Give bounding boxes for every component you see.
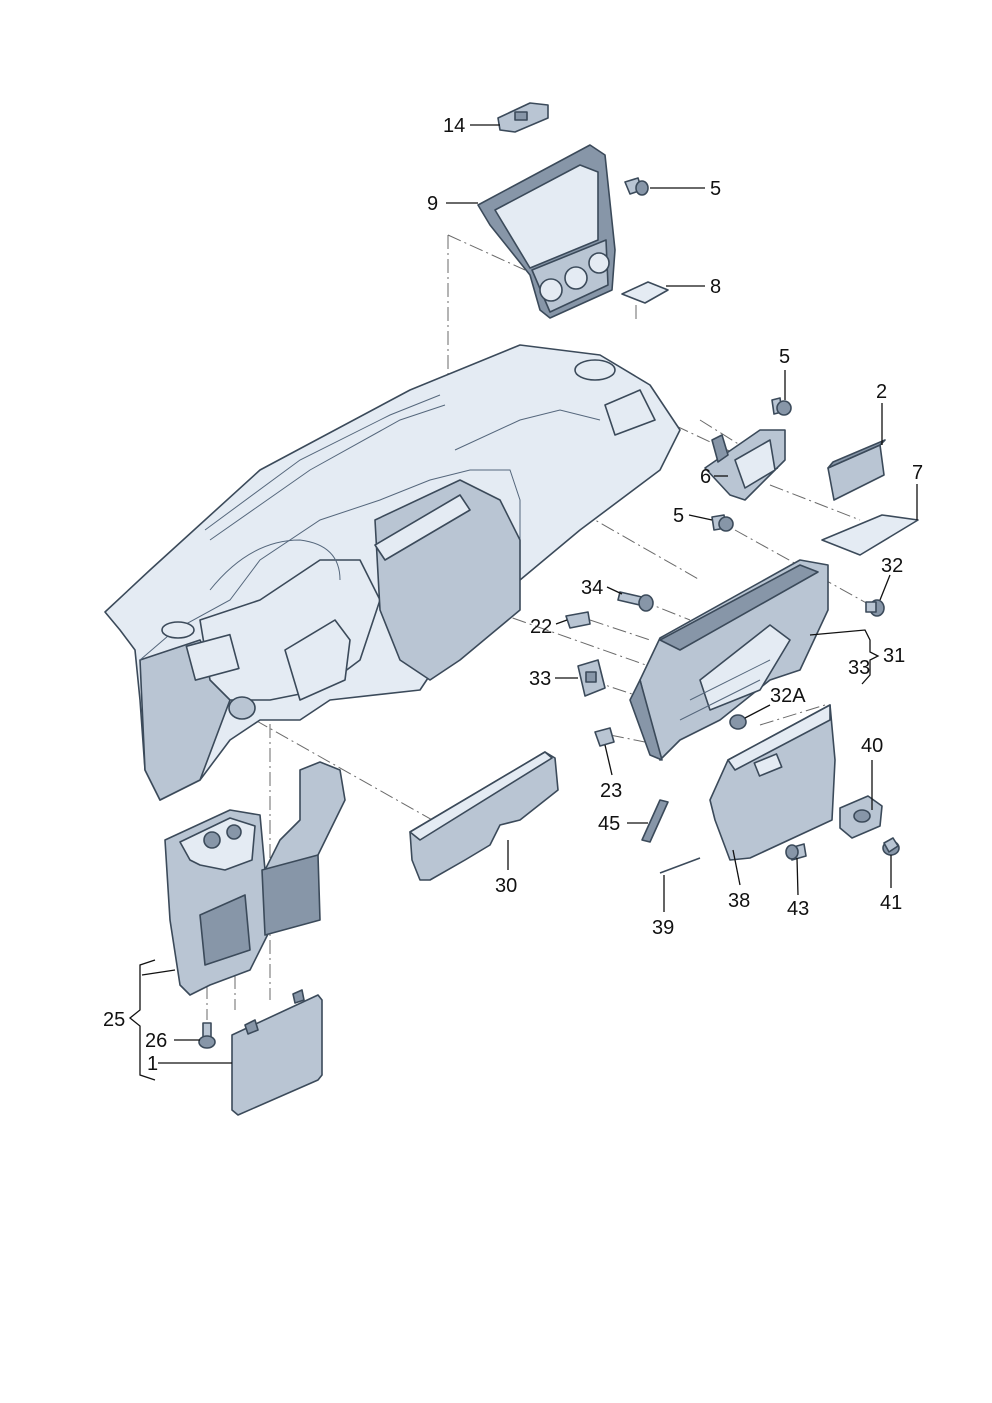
callout-32: 32 [881, 555, 903, 577]
part-5-screw-top [624, 177, 649, 196]
callout-1: 1 [147, 1053, 158, 1075]
part-32-clip [865, 599, 885, 617]
part-6-bracket [704, 429, 786, 501]
callout-31: 31 [883, 645, 905, 667]
callout-38: 38 [728, 890, 750, 912]
callout-33-right: 33 [848, 657, 870, 679]
part-45-cable [641, 799, 669, 843]
callout-33-left: 33 [529, 668, 551, 690]
part-31-glovebox-housing [629, 559, 829, 761]
callout-5-mid: 5 [779, 346, 790, 368]
callout-26: 26 [145, 1030, 167, 1052]
part-40-switch-housing [839, 795, 883, 839]
callout-45: 45 [598, 813, 620, 835]
part-8-pad [621, 281, 669, 304]
leader-lines [128, 124, 918, 1081]
callout-22: 22 [530, 616, 552, 638]
callout-43: 43 [787, 898, 809, 920]
dashboard-panel [104, 344, 681, 801]
part-38-glovebox-lid [709, 704, 836, 861]
part-23-screw [594, 727, 615, 747]
callout-23: 23 [600, 780, 622, 802]
part-22-plug [565, 611, 591, 629]
callout-labels: 14 5 9 8 5 2 6 7 5 32 34 22 31 33 33 32A… [103, 115, 923, 1075]
part-39-rod [659, 857, 701, 874]
callout-6: 6 [700, 466, 711, 488]
part-5-screw-mid [771, 397, 792, 416]
part-43-screw [785, 843, 807, 861]
callout-5-top: 5 [710, 178, 721, 200]
callout-30: 30 [495, 875, 517, 897]
callout-39: 39 [652, 917, 674, 939]
callout-5-low: 5 [673, 505, 684, 527]
part-1-cover [231, 989, 323, 1116]
callout-8: 8 [710, 276, 721, 298]
part-30-lower-trim [409, 751, 559, 881]
part-25-center-console [164, 761, 346, 996]
callout-2: 2 [876, 381, 887, 403]
part-34-bolt [617, 591, 654, 612]
callout-25: 25 [103, 1009, 125, 1031]
callout-9: 9 [427, 193, 438, 215]
callout-41: 41 [880, 892, 902, 914]
part-9-trim-frame [477, 144, 616, 319]
part-2-cover [827, 439, 886, 501]
part-7-mat [821, 514, 919, 556]
callout-40: 40 [861, 735, 883, 757]
part-41-cap [882, 837, 900, 856]
callout-34: 34 [581, 577, 603, 599]
part-33-latch [577, 659, 606, 697]
part-14-clip [497, 102, 549, 133]
callout-7: 7 [912, 462, 923, 484]
part-26-bolt [198, 1022, 216, 1049]
callout-32a: 32A [770, 685, 806, 707]
callout-14: 14 [443, 115, 465, 137]
part-32a-clip [729, 714, 747, 730]
part-5-screw-low [711, 514, 734, 532]
